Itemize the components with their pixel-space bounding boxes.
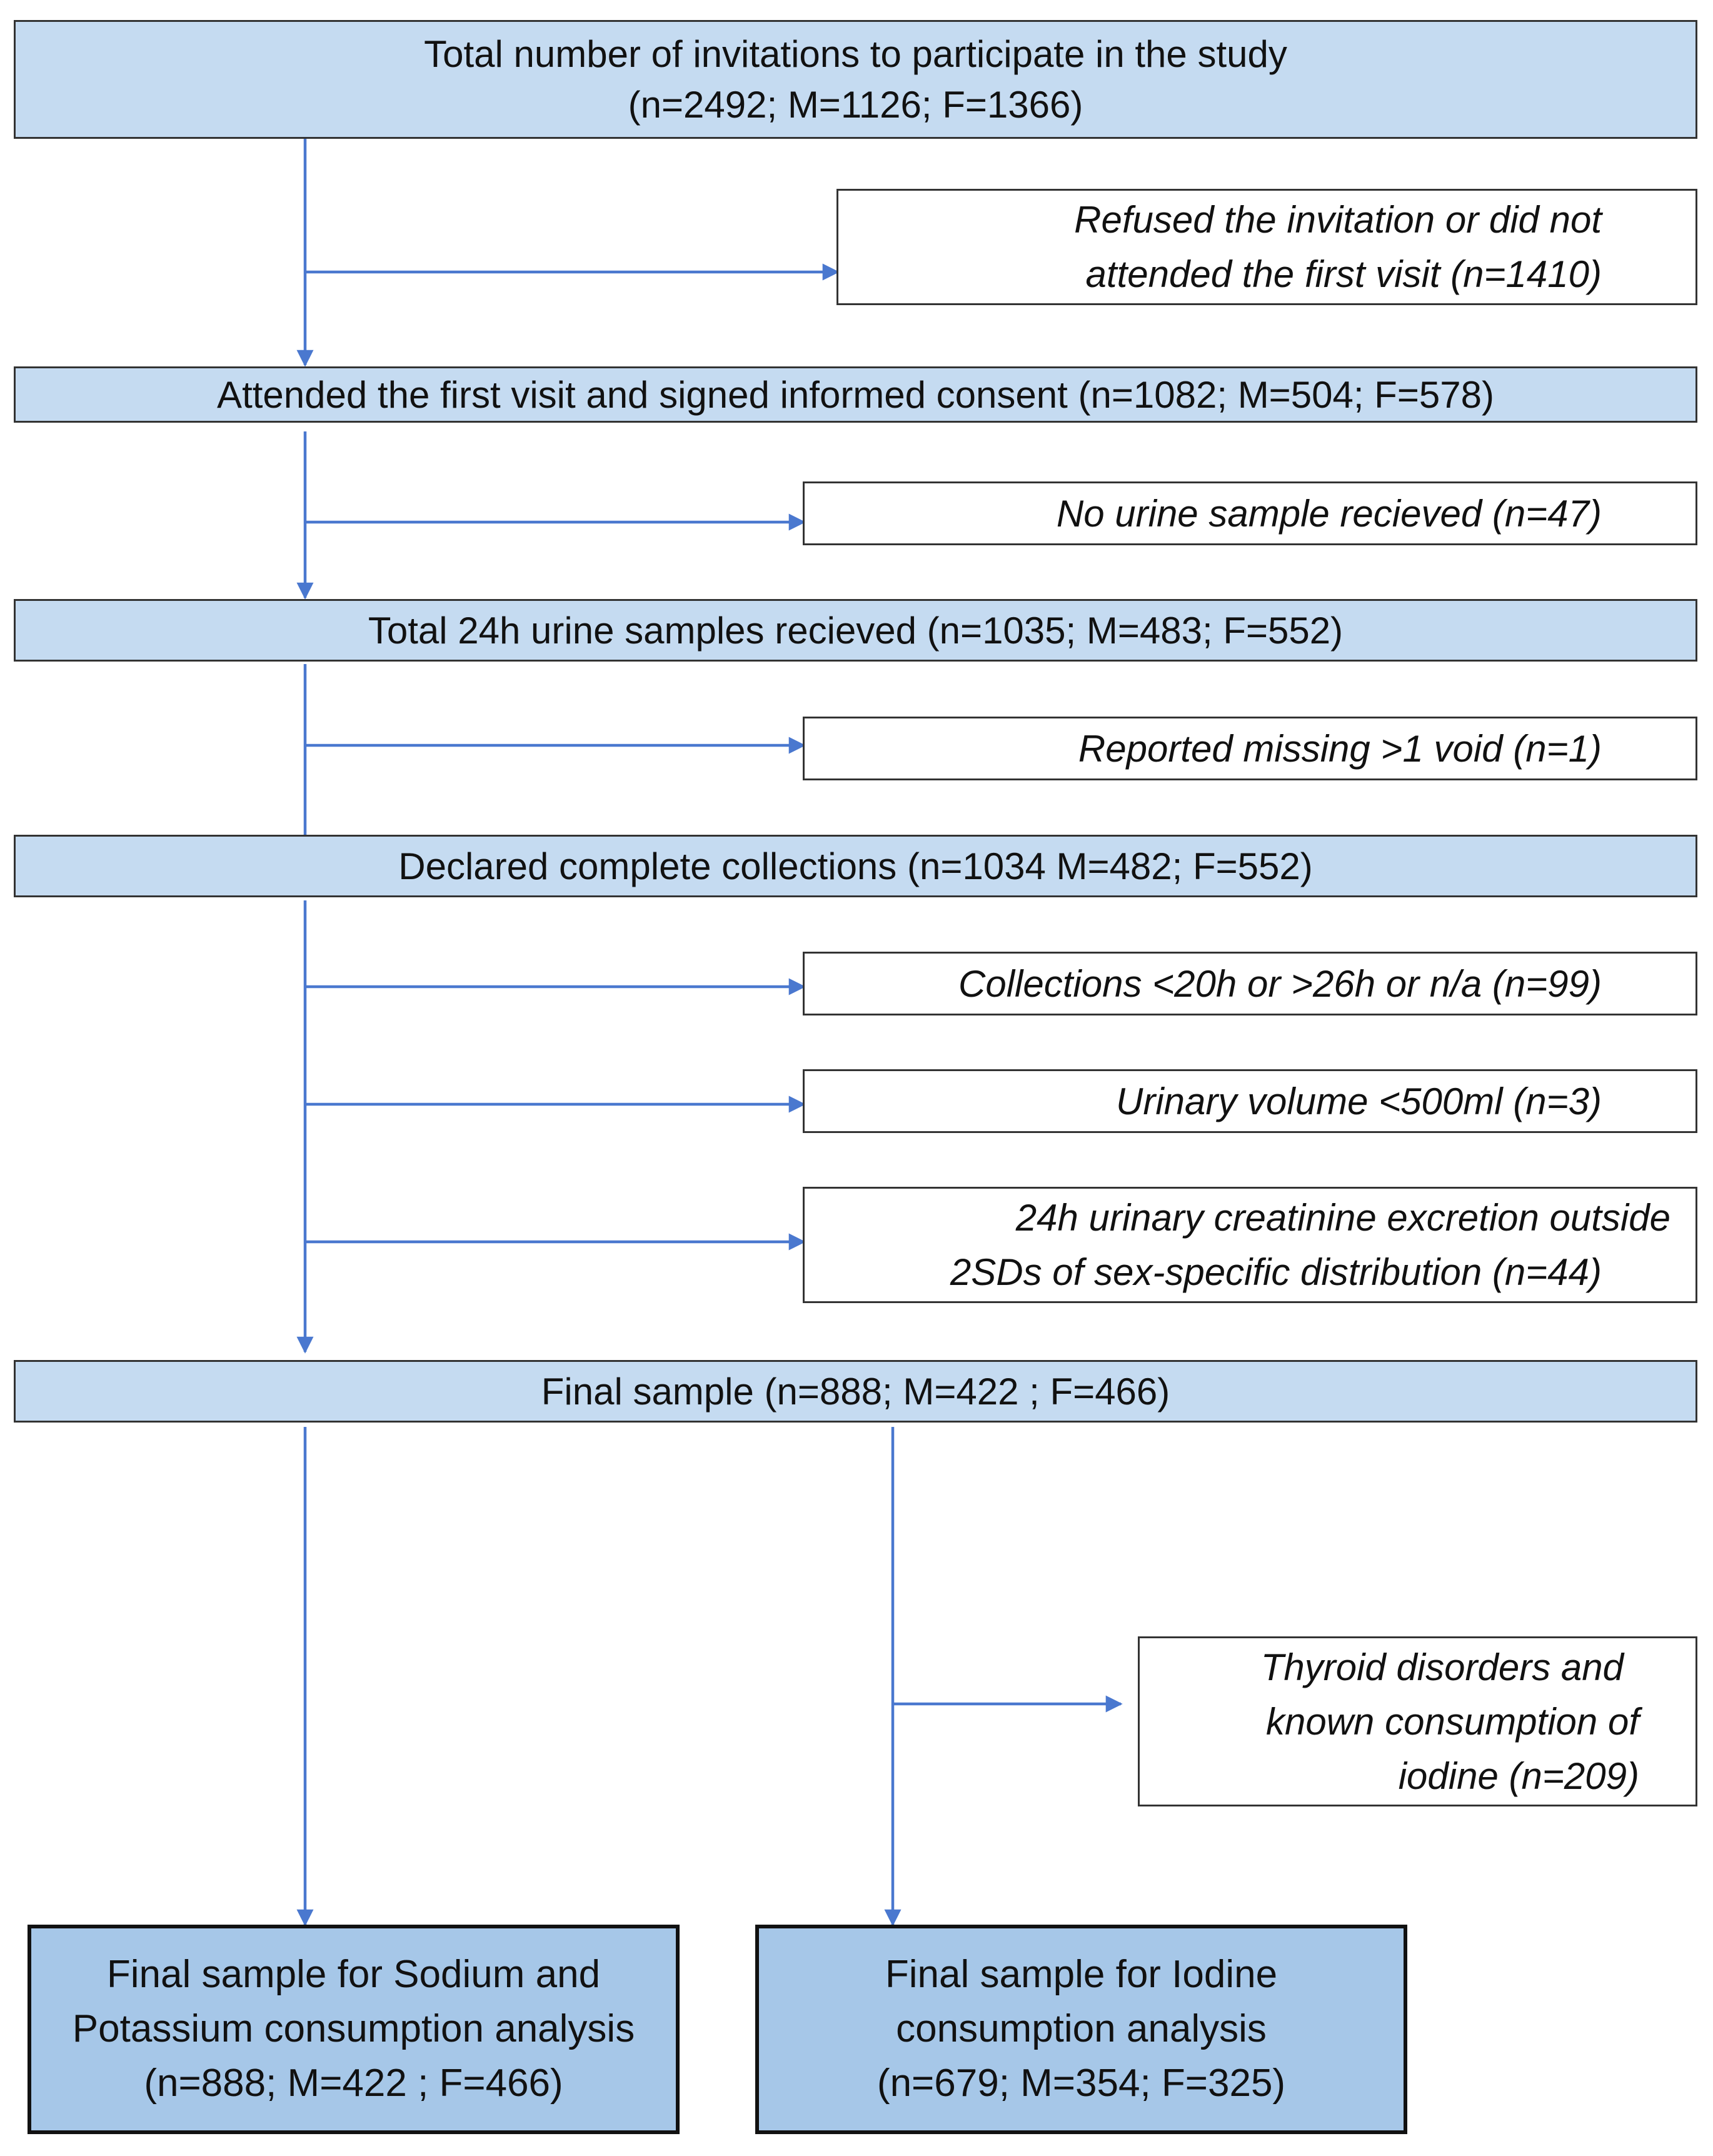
thyroid-text-line-2: known consumption of <box>1265 1700 1639 1743</box>
collections-box: Collections <20h or >26h or n/a (n=99) <box>803 952 1697 1015</box>
sodium-final-box: Final sample for Sodium and Potassium co… <box>28 1925 680 2134</box>
volume-text: Urinary volume <500ml (n=3) <box>1116 1080 1602 1122</box>
iodine-text-line-1: Final sample for Iodine <box>885 1953 1278 1997</box>
invitations-box: Total number of invitations to participa… <box>14 20 1697 139</box>
consent-text: Attended the first visit and signed info… <box>217 373 1494 416</box>
invitations-text-line-1: Total number of invitations to participa… <box>424 33 1287 75</box>
sodium-text-line-2: Potassium consumption analysis <box>72 2007 635 2051</box>
missing-void-box: Reported missing >1 void (n=1) <box>803 717 1697 780</box>
creatinine-text-line-1: 24h urinary creatinine excretion outside <box>1015 1197 1670 1239</box>
iodine-text-line-3: (n=679; M=354; F=325) <box>877 2061 1286 2105</box>
invitations-text-line-2: (n=2492; M=1126; F=1366) <box>628 84 1083 126</box>
iodine-text-line-2: consumption analysis <box>896 2007 1267 2051</box>
consent-box: Attended the first visit and signed info… <box>14 366 1697 423</box>
sodium-text-line-1: Final sample for Sodium and <box>106 1953 601 1997</box>
missing-void-text: Reported missing >1 void (n=1) <box>1078 727 1602 770</box>
complete-text: Declared complete collections (n=1034 M=… <box>398 845 1313 887</box>
final-box: Final sample (n=888; M=422 ; F=466) <box>14 1360 1697 1423</box>
no-urine-box: No urine sample recieved (n=47) <box>803 481 1697 545</box>
no-urine-text: No urine sample recieved (n=47) <box>1056 492 1602 535</box>
volume-box: Urinary volume <500ml (n=3) <box>803 1069 1697 1133</box>
final-text: Final sample (n=888; M=422 ; F=466) <box>541 1370 1170 1413</box>
refused-text-line-1: Refused the invitation or did not <box>1074 199 1602 241</box>
creatinine-text-line-2: 2SDs of sex-specific distribution (n=44) <box>950 1251 1602 1293</box>
complete-box: Declared complete collections (n=1034 M=… <box>14 835 1697 897</box>
received-box: Total 24h urine samples recieved (n=1035… <box>14 599 1697 662</box>
thyroid-box: Thyroid disorders and known consumption … <box>1138 1636 1697 1806</box>
creatinine-box: 24h urinary creatinine excretion outside… <box>803 1187 1697 1303</box>
iodine-final-box: Final sample for Iodine consumption anal… <box>755 1925 1407 2134</box>
refused-box: Refused the invitation or did not attend… <box>836 189 1697 305</box>
thyroid-text-line-1: Thyroid disorders and <box>1260 1646 1624 1688</box>
refused-text-line-2: attended the first visit (n=1410) <box>1085 253 1602 295</box>
thyroid-text-line-3: iodine (n=209) <box>1398 1755 1639 1797</box>
collections-text: Collections <20h or >26h or n/a (n=99) <box>958 962 1602 1005</box>
received-text: Total 24h urine samples recieved (n=1035… <box>368 609 1344 652</box>
sodium-text-line-3: (n=888; M=422 ; F=466) <box>144 2061 563 2105</box>
